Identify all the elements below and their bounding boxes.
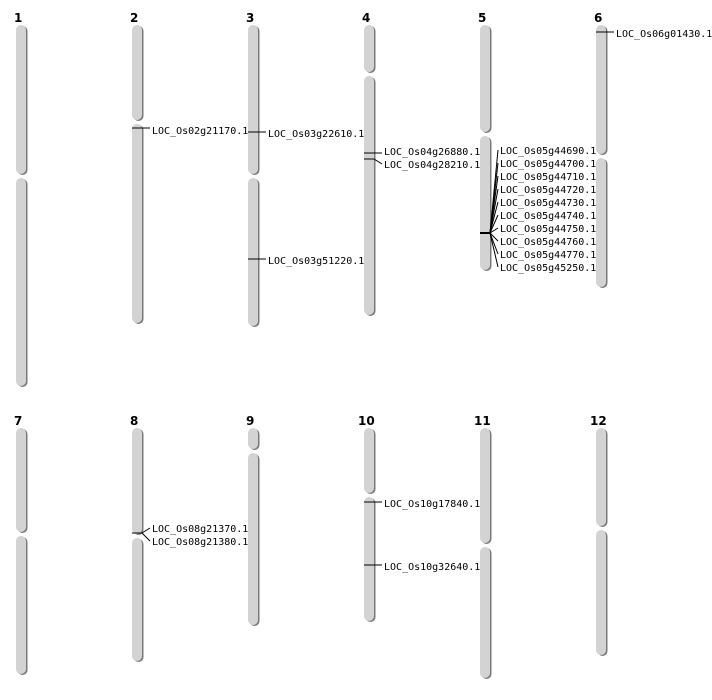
- gene-label: LOC_Os04g26880.1: [384, 147, 480, 158]
- chromosome-label: 12: [590, 414, 607, 428]
- chromosome-short-arm: [16, 428, 26, 532]
- chromosome-short-arm: [132, 428, 142, 534]
- gene-label: LOC_Os08g21380.1: [152, 537, 248, 548]
- gene-label: LOC_Os02g21170.1: [152, 126, 248, 137]
- chromosome-long-arm: [132, 124, 142, 323]
- chromosome-label: 10: [358, 414, 375, 428]
- gene-label: LOC_Os05g44760.1: [500, 237, 596, 248]
- gene-label: LOC_Os05g44750.1: [500, 224, 596, 235]
- gene-label: LOC_Os05g44700.1: [500, 159, 596, 170]
- gene-label: LOC_Os05g45250.1: [500, 263, 596, 274]
- gene-connector: [141, 527, 151, 534]
- chromosome-label: 2: [130, 11, 138, 25]
- chromosome-label: 1: [14, 11, 22, 25]
- gene-connector: [489, 232, 499, 268]
- chromosome-long-arm: [248, 453, 258, 625]
- chromosome-long-arm: [364, 76, 374, 315]
- chromosome-long-arm: [132, 538, 142, 661]
- gene-connector: [489, 227, 499, 234]
- chromosome-label: 3: [246, 11, 254, 25]
- chromosome-5: 5LOC_Os05g44690.1LOC_Os05g44700.1LOC_Os0…: [478, 11, 596, 274]
- chromosome-long-arm: [596, 530, 606, 655]
- chromosome-9: 9: [246, 414, 260, 626]
- chromosome-short-arm: [480, 25, 490, 132]
- gene-label: LOC_Os03g22610.1: [268, 129, 364, 140]
- chromosome-long-arm: [16, 178, 26, 386]
- chromosome-short-arm: [596, 25, 606, 154]
- gene-label: LOC_Os05g44730.1: [500, 198, 596, 209]
- gene-label: LOC_Os05g44740.1: [500, 211, 596, 222]
- chromosome-long-arm: [16, 536, 26, 674]
- chromosome-long-arm: [248, 178, 258, 326]
- chromosome-label: 4: [362, 11, 370, 25]
- chromosome-11: 11: [474, 414, 492, 679]
- gene-label: LOC_Os06g01430.1: [616, 29, 712, 40]
- gene-connector: [489, 214, 499, 234]
- chromosome-1: 1: [14, 11, 28, 387]
- chromosome-label: 6: [594, 11, 602, 25]
- chromosome-7: 7: [14, 414, 28, 675]
- chromosome-label: 9: [246, 414, 254, 428]
- chromosome-label: 8: [130, 414, 138, 428]
- gene-label: LOC_Os08g21370.1: [152, 524, 248, 535]
- gene-label: LOC_Os04g28210.1: [384, 160, 480, 171]
- chromosome-long-arm: [480, 547, 490, 678]
- chromosome-long-arm: [480, 136, 490, 270]
- gene-label: LOC_Os10g17840.1: [384, 499, 480, 510]
- chromosome-short-arm: [16, 25, 26, 174]
- gene-connector: [489, 188, 499, 234]
- gene-label: LOC_Os05g44710.1: [500, 172, 596, 183]
- chromosome-short-arm: [364, 25, 374, 72]
- chromosome-label: 7: [14, 414, 22, 428]
- gene-label: LOC_Os10g32640.1: [384, 562, 480, 573]
- gene-connector: [489, 232, 499, 242]
- chromosome-label: 11: [474, 414, 491, 428]
- gene-label: LOC_Os05g44770.1: [500, 250, 596, 261]
- gene-label: LOC_Os05g44690.1: [500, 146, 596, 157]
- gene-connector: [141, 532, 151, 542]
- chromosome-short-arm: [596, 428, 606, 526]
- chromosome-short-arm: [248, 25, 258, 174]
- chromosome-long-arm: [364, 497, 374, 621]
- chromosome-label: 5: [478, 11, 486, 25]
- gene-label: LOC_Os05g44720.1: [500, 185, 596, 196]
- gene-connector: [489, 201, 499, 234]
- chromosome-short-arm: [132, 25, 142, 120]
- chromosome-long-arm: [596, 158, 606, 287]
- gene-connector: [373, 158, 383, 165]
- chromosome-short-arm: [364, 428, 374, 493]
- chromosome-short-arm: [248, 428, 258, 449]
- chromosome-12: 12: [590, 414, 608, 656]
- gene-label: LOC_Os03g51220.1: [268, 256, 364, 267]
- chromosome-short-arm: [480, 428, 490, 543]
